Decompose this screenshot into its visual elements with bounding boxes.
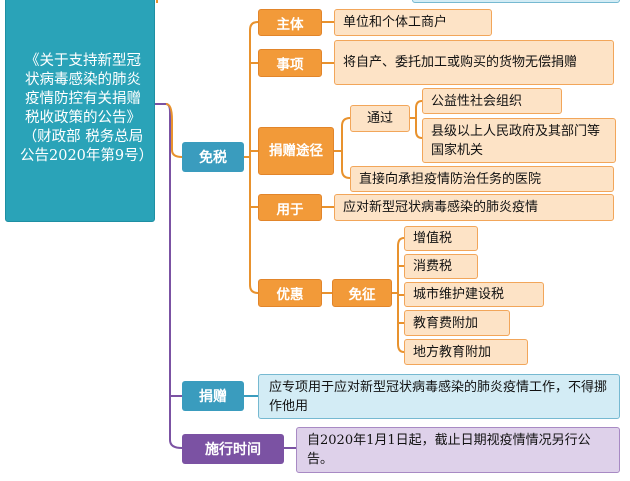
leaf-mianzheng-3: 城市维护建设税 bbox=[404, 282, 544, 307]
leaf-mianzheng-1: 增值税 bbox=[404, 226, 478, 251]
leaf-yongyu-value: 应对新型冠状病毒感染的肺炎疫情 bbox=[334, 194, 614, 221]
leaf-juanzeng-text: 应专项用于应对新型冠状病毒感染的肺炎疫情工作，不得挪作他用 bbox=[269, 379, 608, 414]
leaf-mianzheng-1-text: 增值税 bbox=[413, 231, 453, 246]
top-clipped-box bbox=[412, 0, 620, 3]
leaf-tongguo-1-text: 公益性社会组织 bbox=[431, 93, 523, 109]
node-tujing: 捐赠途径 bbox=[258, 127, 334, 175]
leaf-tongguo-1: 公益性社会组织 bbox=[422, 88, 562, 114]
node-tongguo: 通过 bbox=[350, 105, 410, 132]
leaf-zhuti-text: 单位和个体工商户 bbox=[343, 15, 448, 30]
leaf-mianzheng-4-text: 教育费附加 bbox=[413, 315, 479, 331]
leaf-shixing-desc: 自2020年1月1日起，截止日期视疫情情况另行公告。 bbox=[296, 427, 620, 473]
branch-shixing: 施行时间 bbox=[182, 434, 284, 464]
leaf-juanzeng-desc: 应专项用于应对新型冠状病毒感染的肺炎疫情工作，不得挪作他用 bbox=[258, 374, 620, 419]
branch-juanzeng: 捐赠 bbox=[182, 381, 244, 411]
leaf-mianzheng-5-text: 地方教育附加 bbox=[413, 344, 492, 360]
node-yongyu: 用于 bbox=[258, 194, 322, 221]
branch-juanzeng-label: 捐赠 bbox=[199, 389, 227, 405]
node-mianzheng-label: 免征 bbox=[348, 287, 376, 303]
node-youhui: 优惠 bbox=[258, 279, 322, 307]
leaf-mianzheng-5: 地方教育附加 bbox=[404, 339, 528, 365]
node-youhui-label: 优惠 bbox=[276, 287, 304, 303]
node-shixiang: 事项 bbox=[258, 49, 322, 77]
leaf-mianzheng-3-text: 城市维护建设税 bbox=[413, 287, 505, 302]
node-tongguo-label: 通过 bbox=[366, 111, 393, 126]
branch-mianshui: 免税 bbox=[182, 142, 244, 172]
node-yongyu-label: 用于 bbox=[276, 201, 304, 218]
leaf-shixing-text: 自2020年1月1日起，截止日期视疫情情况另行公告。 bbox=[307, 433, 591, 467]
leaf-tongguo-2-text: 县级以上人民政府及其部门等国家机关 bbox=[431, 123, 601, 158]
node-zhuti-label: 主体 bbox=[276, 16, 304, 33]
branch-mianshui-label: 免税 bbox=[199, 150, 227, 166]
leaf-mianzheng-4: 教育费附加 bbox=[404, 310, 510, 336]
policy-title-node: 《关于支持新型冠状病毒感染的肺炎疫情防控有关捐赠税收政策的公告》（财政部 税务总… bbox=[5, 0, 155, 222]
node-shixiang-label: 事项 bbox=[276, 57, 304, 73]
branch-shixing-label: 施行时间 bbox=[205, 442, 261, 458]
node-mianzheng: 免征 bbox=[332, 279, 392, 307]
node-zhuti: 主体 bbox=[258, 9, 322, 36]
node-tujing-label: 捐赠途径 bbox=[269, 143, 323, 159]
policy-title-text: 《关于支持新型冠状病毒感染的肺炎疫情防控有关捐赠税收政策的公告》（财政部 税务总… bbox=[20, 53, 154, 164]
leaf-shixiang-value: 将自产、委托加工或购买的货物无偿捐赠 bbox=[334, 40, 614, 85]
leaf-mianzheng-2-text: 消费税 bbox=[413, 259, 453, 274]
leaf-mianzheng-2: 消费税 bbox=[404, 254, 478, 279]
leaf-tongguo-2: 县级以上人民政府及其部门等国家机关 bbox=[422, 118, 616, 163]
leaf-direct-text: 直接向承担疫情防治任务的医院 bbox=[359, 171, 542, 187]
leaf-shixiang-text: 将自产、委托加工或购买的货物无偿捐赠 bbox=[343, 55, 578, 70]
leaf-yongyu-text: 应对新型冠状病毒感染的肺炎疫情 bbox=[343, 200, 539, 215]
leaf-direct: 直接向承担疫情防治任务的医院 bbox=[350, 166, 614, 192]
leaf-zhuti-value: 单位和个体工商户 bbox=[334, 9, 492, 36]
